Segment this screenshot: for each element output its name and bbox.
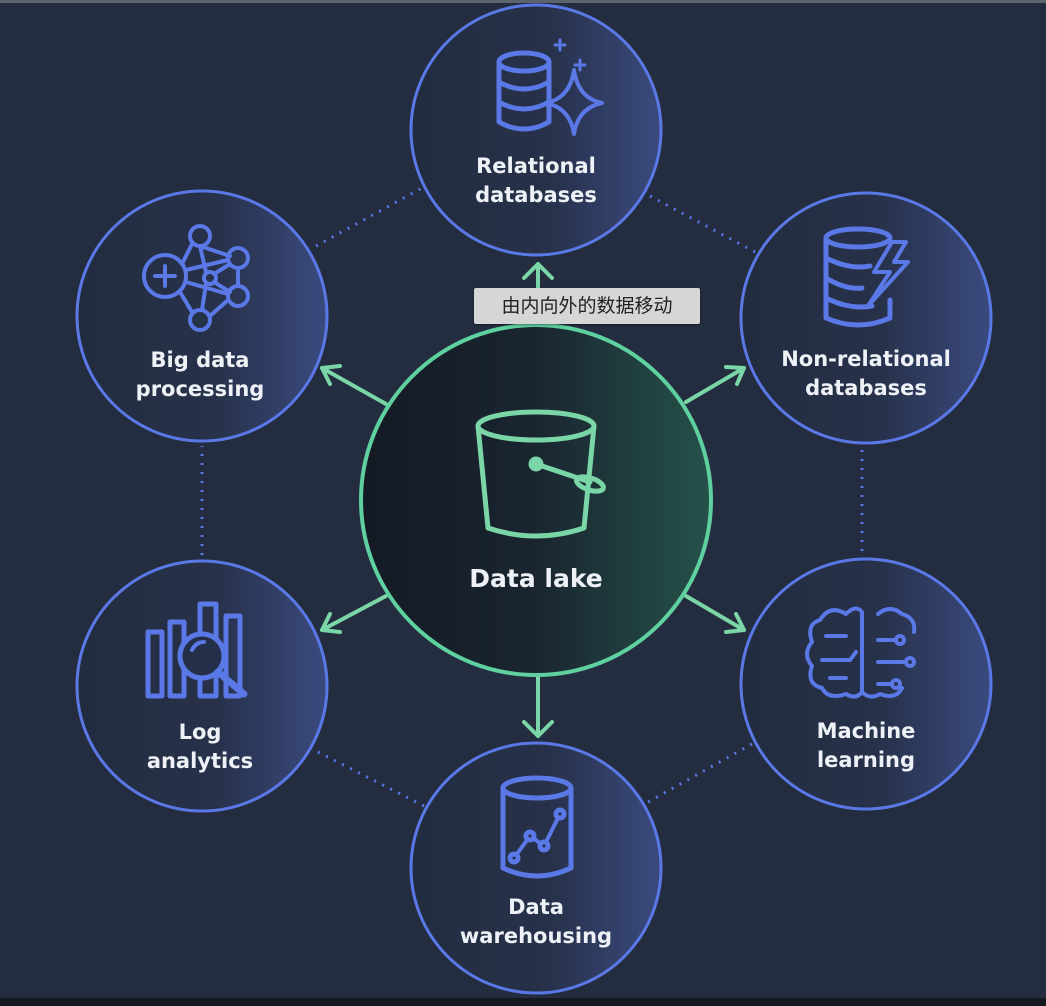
node-warehouse (409, 741, 663, 995)
hub-circle (359, 323, 713, 677)
arrow-to-bigdata (320, 364, 388, 406)
node-label-log: Log analytics (146, 720, 254, 773)
bucket-icon (475, 409, 606, 539)
link-relational-nonrelational (649, 194, 756, 254)
network-graph-plus-icon (142, 224, 250, 332)
bar-chart-magnifier-icon (145, 601, 248, 699)
link-ml-warehouse (647, 742, 753, 804)
node-ml (739, 557, 993, 811)
node-label-relational: Relational databases (475, 154, 597, 207)
node-circles (75, 3, 993, 995)
node-label-bigdata: Big data processing (135, 348, 265, 401)
link-warehouse-log (317, 750, 425, 808)
node-label-warehouse: Data warehousing (459, 895, 613, 948)
hub-arrows (320, 262, 746, 738)
node-label-ml: Machine learning (816, 719, 916, 772)
dotted-links (200, 186, 864, 808)
brain-circuit-icon (805, 606, 917, 699)
relational-database-sparkle-icon (496, 38, 604, 136)
node-bigdata (75, 189, 329, 443)
arrow-to-warehouse (522, 674, 554, 738)
node-relational (409, 3, 663, 257)
arrow-to-ml (684, 594, 746, 634)
link-bigdata-relational (315, 186, 423, 248)
nonrelational-database-lightning-icon (823, 226, 910, 328)
hub-label: Data lake (469, 564, 603, 593)
database-line-chart-icon (500, 775, 574, 879)
arrow-to-nonrelational (684, 365, 746, 404)
node-label-nonrelational: Non-relational databases (781, 347, 951, 400)
tooltip: 由内向外的数据移动 (474, 288, 700, 324)
arrow-to-log (320, 594, 388, 634)
node-nonrelational (739, 191, 993, 445)
